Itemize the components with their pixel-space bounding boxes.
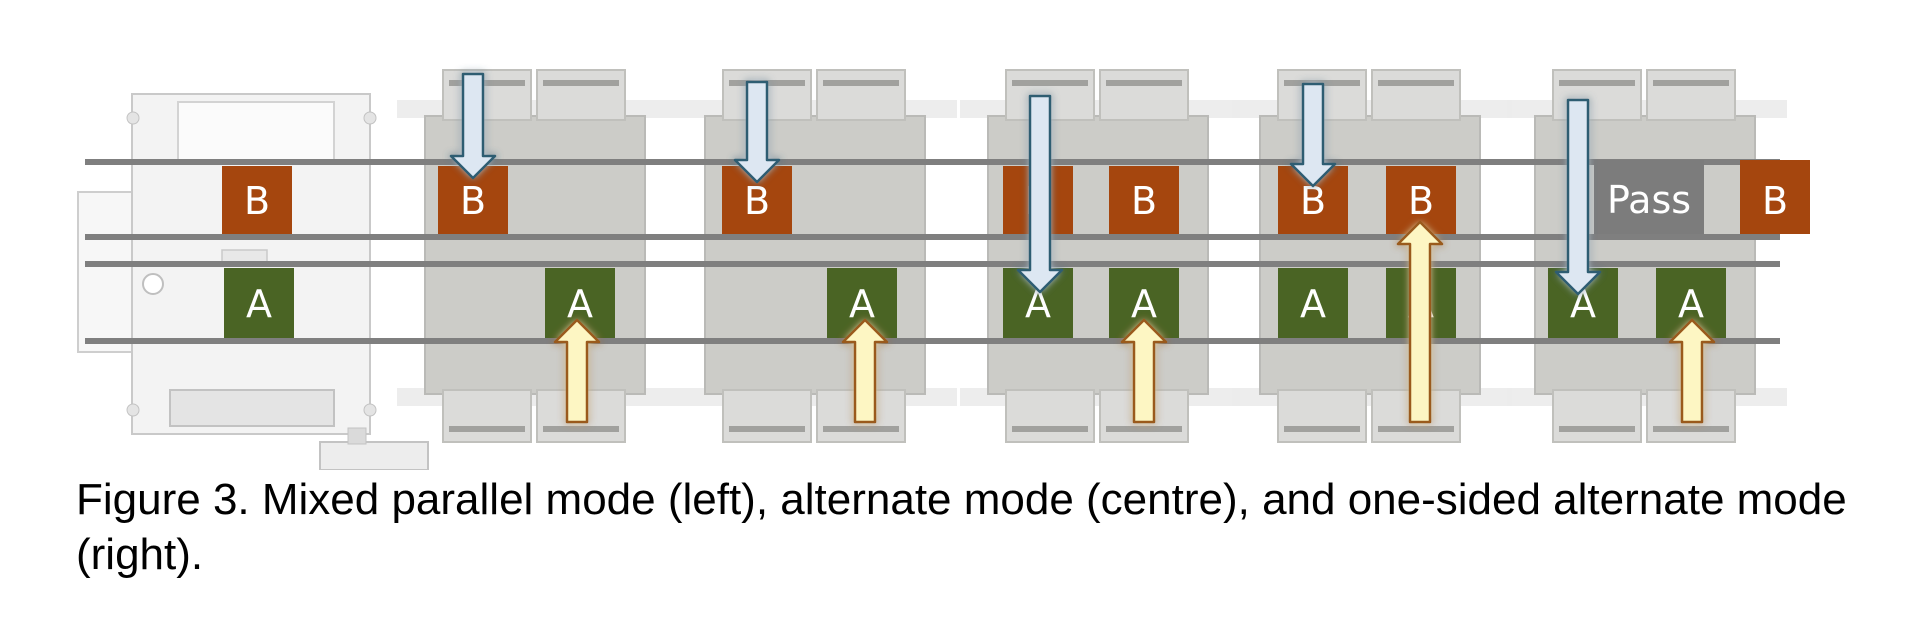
board-a <box>1278 268 1348 338</box>
board-b <box>1109 166 1179 234</box>
board-a-label: A <box>567 282 593 326</box>
board-a-label: A <box>246 282 272 326</box>
machine <box>960 69 1240 443</box>
machine <box>1232 69 1512 443</box>
board-a-label: A <box>1678 282 1704 326</box>
board-b-label: B <box>1408 179 1434 223</box>
arrow-down-icon <box>1289 82 1337 188</box>
arrow-up-icon <box>1396 220 1444 424</box>
board-b-label: B <box>1131 179 1157 223</box>
loader-machine <box>77 93 429 470</box>
board-b-label: B <box>1762 179 1788 223</box>
rail-lane-a-top <box>85 261 1780 267</box>
rail-lane-b-bottom <box>85 234 1780 240</box>
arrow-down-icon <box>449 72 497 180</box>
arrow-up-icon <box>553 318 601 424</box>
machine <box>677 69 957 443</box>
board-a <box>224 268 294 338</box>
pass-box <box>1594 160 1704 234</box>
arrow-up-icon <box>1120 318 1168 424</box>
arrow-down-icon <box>1016 94 1064 294</box>
board-a-label: A <box>1131 282 1157 326</box>
board-b-label: B <box>744 179 770 223</box>
arrow-down-icon <box>733 80 781 184</box>
pass-label: Pass <box>1607 178 1691 222</box>
flow-arrows <box>449 72 1716 424</box>
arrow-up-icon <box>1668 318 1716 424</box>
rail-lane-b-top <box>85 159 1780 165</box>
conveyor-modes-diagram: B B B B B B B Pass B A A A A A A A A A <box>77 69 1810 470</box>
board-b <box>222 166 292 234</box>
arrow-down-icon <box>1554 98 1602 296</box>
board-b-label: B <box>460 179 486 223</box>
board-b <box>1740 160 1810 234</box>
board-a-label: A <box>1300 282 1326 326</box>
figure-caption: Figure 3. Mixed parallel mode (left), al… <box>76 475 1847 579</box>
machine <box>397 69 677 443</box>
machine <box>1507 69 1787 443</box>
rail-lane-a-bottom <box>85 338 1780 344</box>
board-b-label: B <box>244 179 270 223</box>
arrow-up-icon <box>841 318 889 424</box>
board-a-label: A <box>849 282 875 326</box>
conveyor-rails <box>85 159 1780 344</box>
